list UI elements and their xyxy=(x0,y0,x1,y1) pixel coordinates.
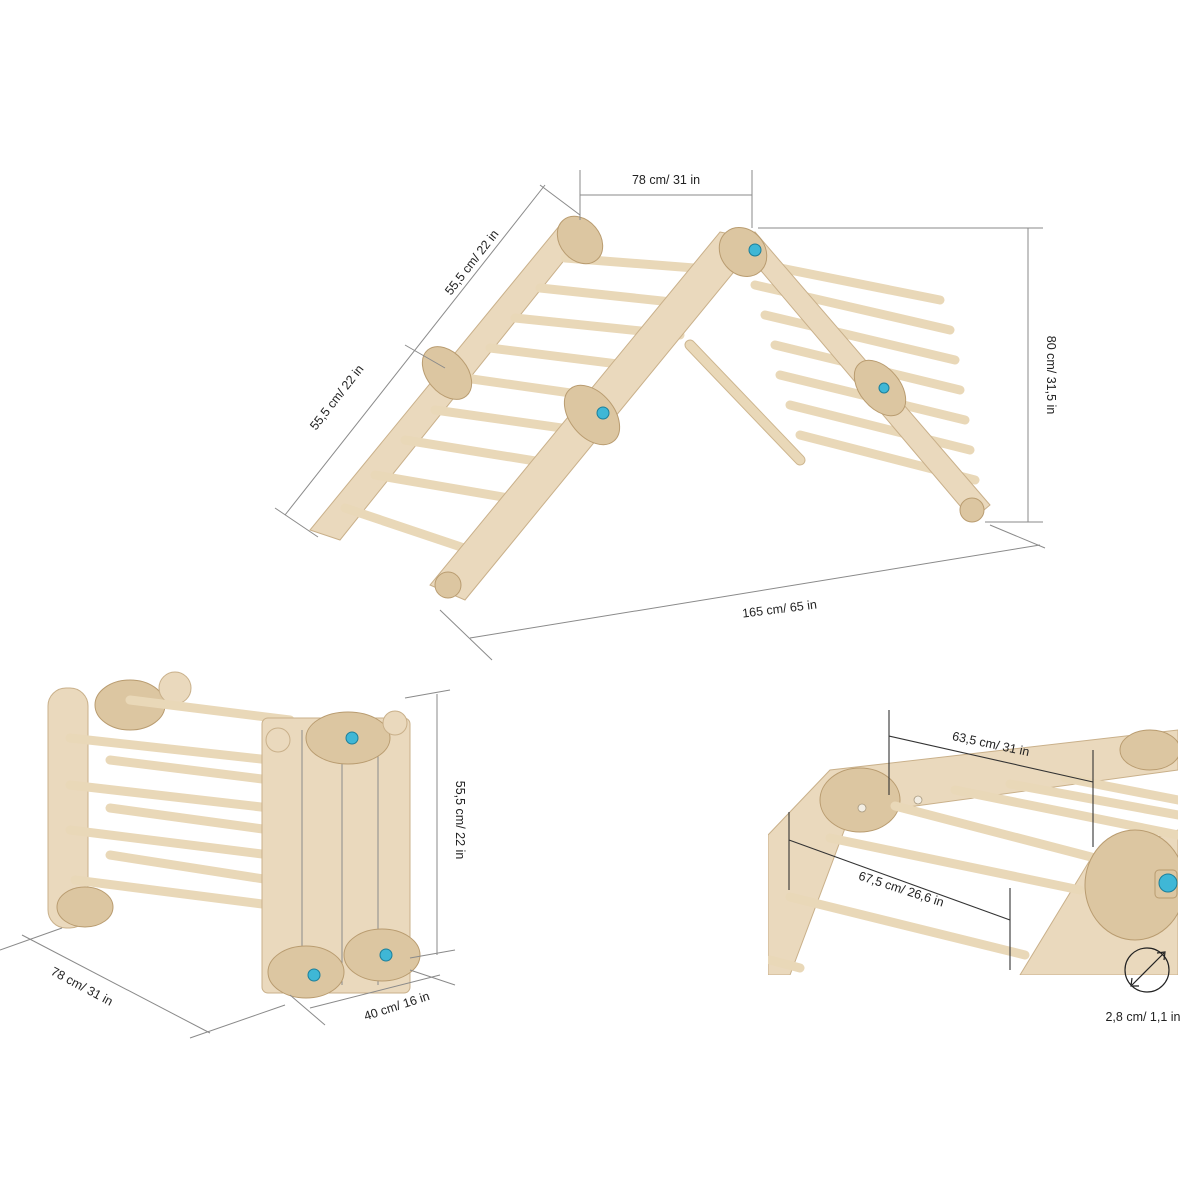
dim-ladder-upper-label: 55,5 cm/ 22 in xyxy=(442,227,501,298)
dim-folded-height: 55,5 cm/ 22 in xyxy=(404,689,467,959)
front-rail xyxy=(429,227,768,601)
rung-detail-view: 63,5 cm/ 31 in 67,5 cm/ 26,6 in 2,8 cm/ … xyxy=(768,710,1181,1024)
diameter-icon xyxy=(1124,947,1170,993)
back-ladder xyxy=(684,231,991,523)
dim-folded-depth-label: 40 cm/ 16 in xyxy=(362,989,431,1023)
dim-base-length-label: 165 cm/ 65 in xyxy=(741,598,817,621)
dim-folded-length-label: 78 cm/ 31 in xyxy=(49,964,116,1008)
dim-top-width: 78 cm/ 31 in xyxy=(579,170,753,228)
dim-folded-length: 78 cm/ 31 in xyxy=(0,927,286,1039)
folded-view: 55,5 cm/ 22 in 78 cm/ 31 in 40 cm/ 16 in xyxy=(0,671,467,1039)
dim-inner-width-lower-label: 67,5 cm/ 26,6 in xyxy=(857,869,946,910)
dim-base-length: 165 cm/ 65 in xyxy=(439,524,1046,661)
dim-folded-height-label: 55,5 cm/ 22 in xyxy=(453,781,467,860)
assembled-triangle-view: 78 cm/ 31 in 55,5 cm/ 22 in 55,5 cm/ 22 … xyxy=(274,170,1058,661)
dim-height: 80 cm/ 31,5 in xyxy=(758,227,1058,523)
dim-top-width-label: 78 cm/ 31 in xyxy=(632,173,700,187)
dim-height-label: 80 cm/ 31,5 in xyxy=(1044,336,1058,415)
dim-rung-diameter-label: 2,8 cm/ 1,1 in xyxy=(1105,1010,1180,1024)
